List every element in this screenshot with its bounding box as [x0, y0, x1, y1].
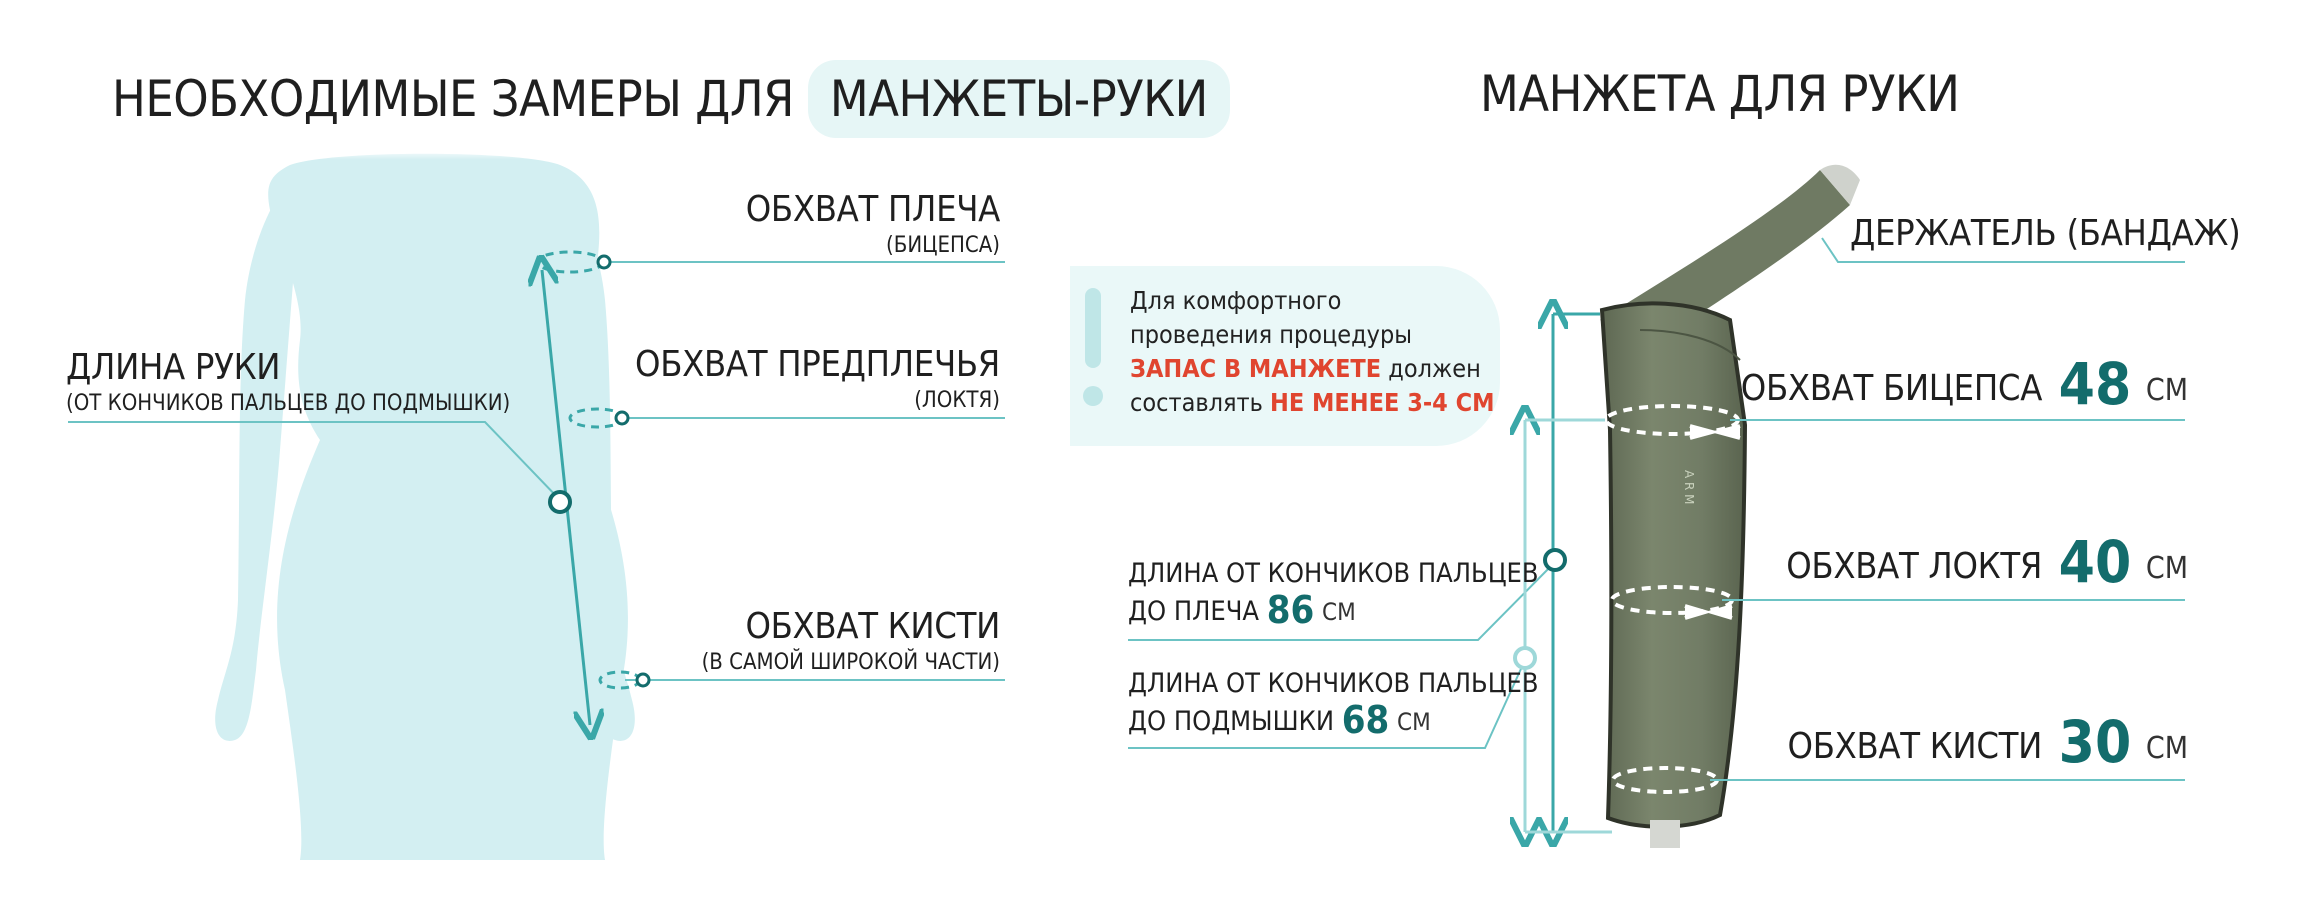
measure-wrist-label: ОБХВАТ КИСТИ	[1787, 726, 2043, 767]
label-wrist-sub: (В САМОЙ ШИРОКОЙ ЧАСТИ)	[701, 650, 1000, 675]
label-wrist: ОБХВАТ КИСТИ (В САМОЙ ШИРОКОЙ ЧАСТИ)	[701, 605, 1001, 677]
info-line-2: проведения процедуры	[1130, 320, 1413, 349]
length-to-armpit-line2: ДО ПОДМЫШКИ	[1128, 706, 1342, 737]
length-to-shoulder-value: 86	[1266, 588, 1315, 632]
silhouette	[215, 153, 635, 860]
measure-biceps-unit: СМ	[2145, 373, 2188, 408]
right-title: МАНЖЕТА ДЛЯ РУКИ	[1480, 65, 1960, 123]
length-to-armpit-line1: ДЛИНА ОТ КОНЧИКОВ ПАЛЬЦЕВ	[1128, 668, 1539, 699]
svg-text:A R M: A R M	[1682, 470, 1696, 505]
length-to-shoulder-unit: СМ	[1321, 598, 1356, 626]
label-forearm: ОБХВАТ ПРЕДПЛЕЧЬЯ (ЛОКТЯ)	[635, 343, 1000, 415]
measure-wrist: ОБХВАТ КИСТИ 30 СМ	[1788, 708, 2189, 776]
length-to-armpit-unit: СМ	[1397, 708, 1431, 736]
label-holder: ДЕРЖАТЕЛЬ (БАНДАЖ)	[1850, 213, 2241, 254]
label-shoulder-main: ОБХВАТ ПЛЕЧА	[745, 189, 1001, 230]
measure-elbow-value: 40	[2058, 528, 2132, 596]
measure-biceps-value: 48	[2058, 350, 2132, 418]
label-forearm-sub: (ЛОКТЯ)	[914, 388, 1000, 413]
info-line-4: составлять НЕ МЕНЕЕ 3-4 СМ	[1130, 386, 1495, 420]
info-text: Для комфортного проведения процедуры ЗАП…	[1130, 284, 1495, 420]
length-to-armpit-value: 68	[1341, 698, 1390, 742]
measure-wrist-value: 30	[2058, 708, 2132, 776]
label-shoulder: ОБХВАТ ПЛЕЧА (БИЦЕПСА)	[745, 188, 1001, 260]
right-leader-lines	[1128, 237, 2185, 781]
measure-elbow-unit: СМ	[2145, 551, 2188, 586]
label-wrist-main: ОБХВАТ КИСТИ	[745, 606, 1000, 647]
info-line-3: ЗАПАС В МАНЖЕТЕ должен	[1130, 352, 1495, 386]
length-to-shoulder-line1: ДЛИНА ОТ КОНЧИКОВ ПАЛЬЦЕВ	[1128, 558, 1539, 589]
label-forearm-main: ОБХВАТ ПРЕДПЛЕЧЬЯ	[635, 344, 1000, 385]
length-to-shoulder-line2-wrap: ДО ПЛЕЧА 86 СМ	[1128, 591, 1539, 630]
info-line-4-pre: составлять	[1130, 388, 1271, 417]
length-to-shoulder-line2: ДО ПЛЕЧА	[1128, 596, 1267, 627]
length-to-armpit-line2-wrap: ДО ПОДМЫШКИ 68 СМ	[1128, 701, 1539, 740]
info-line-3-red: ЗАПАС В МАНЖЕТЕ	[1130, 354, 1382, 383]
label-arm-length-main: ДЛИНА РУКИ	[66, 347, 281, 388]
left-title-prefix: НЕОБХОДИМЫЕ ЗАМЕРЫ ДЛЯ	[112, 70, 794, 128]
info-line-4-red: НЕ МЕНЕЕ 3-4 СМ	[1270, 388, 1495, 417]
length-to-shoulder: ДЛИНА ОТ КОНЧИКОВ ПАЛЬЦЕВ ДО ПЛЕЧА 86 СМ	[1128, 556, 1539, 630]
length-to-armpit: ДЛИНА ОТ КОНЧИКОВ ПАЛЬЦЕВ ДО ПОДМЫШКИ 68…	[1128, 666, 1539, 740]
left-title-highlight: МАНЖЕТЫ-РУКИ	[807, 60, 1230, 138]
label-arm-length: ДЛИНА РУКИ (ОТ КОНЧИКОВ ПАЛЬЦЕВ ДО ПОДМЫ…	[66, 346, 510, 418]
label-shoulder-sub: (БИЦЕПСА)	[886, 233, 1000, 258]
measure-elbow-label: ОБХВАТ ЛОКТЯ	[1786, 546, 2043, 587]
measure-elbow: ОБХВАТ ЛОКТЯ 40 СМ	[1786, 528, 2188, 596]
left-title: НЕОБХОДИМЫЕ ЗАМЕРЫ ДЛЯ МАНЖЕТЫ-РУКИ	[112, 60, 1230, 138]
label-arm-length-sub: (ОТ КОНЧИКОВ ПАЛЬЦЕВ ДО ПОДМЫШКИ)	[66, 391, 511, 416]
info-line-3-rest: должен	[1381, 354, 1481, 383]
length-arrows	[1525, 314, 1612, 832]
measure-wrist-unit: СМ	[2145, 731, 2188, 766]
exclamation-icon	[1083, 288, 1103, 406]
info-box	[1070, 266, 1500, 446]
measure-biceps-label: ОБХВАТ БИЦЕПСА	[1740, 368, 2043, 409]
info-line-1: Для комфортного	[1130, 286, 1342, 315]
measure-biceps: ОБХВАТ БИЦЕПСА 48 СМ	[1741, 350, 2188, 418]
